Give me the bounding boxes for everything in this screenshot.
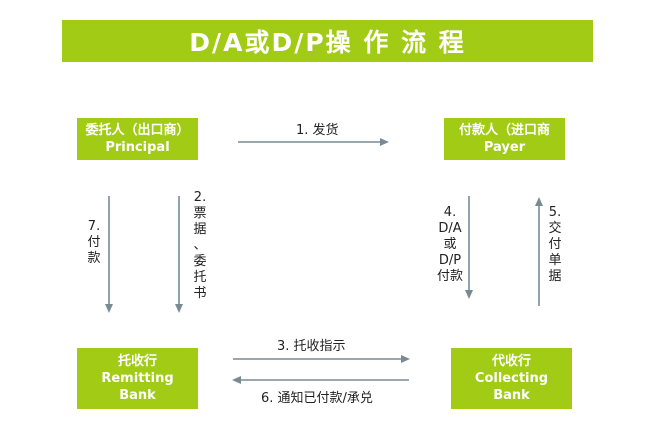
node-remitting-en2: Bank — [119, 388, 156, 403]
arrowhead-7 — [105, 304, 113, 313]
node-remitting-en1: Remitting — [101, 371, 174, 386]
arrowhead-5 — [535, 197, 543, 206]
node-collecting-en2: Bank — [493, 388, 530, 403]
step-5-label: 5.交付单据 — [548, 205, 562, 284]
node-collecting-cn: 代收行 — [491, 354, 531, 369]
node-principal: 委托人（出口商） Principal — [77, 118, 198, 160]
node-payer: 付款人（进口商 Payer — [444, 118, 565, 160]
diagram-title: D/A或D/P操 作 流 程 — [62, 20, 593, 62]
node-remitting-bank: 托收行 Remitting Bank — [77, 348, 198, 409]
arrowhead-6 — [232, 376, 241, 384]
step-3-label: 3. 托收指示 — [277, 339, 346, 354]
node-collecting-en1: Collecting — [474, 371, 549, 386]
node-payer-en: Payer — [483, 140, 526, 155]
node-remitting-cn: 托收行 — [117, 354, 157, 369]
step-2-label: 2.票据、委托书 — [193, 190, 207, 301]
step-6-label: 6. 通知已付款/承兑 — [261, 391, 373, 406]
arrowhead-1 — [380, 138, 389, 146]
node-principal-cn: 委托人（出口商） — [85, 123, 190, 138]
step-1-label: 1. 发货 — [296, 123, 339, 138]
node-collecting-bank: 代收行 Collecting Bank — [451, 348, 572, 409]
node-principal-en: Principal — [105, 140, 170, 155]
arrowhead-4 — [465, 290, 473, 299]
node-payer-cn: 付款人（进口商 — [458, 123, 550, 138]
arrowhead-3 — [401, 355, 410, 363]
arrowhead-2 — [175, 304, 183, 313]
step-7-label: 7.付款 — [87, 219, 101, 266]
